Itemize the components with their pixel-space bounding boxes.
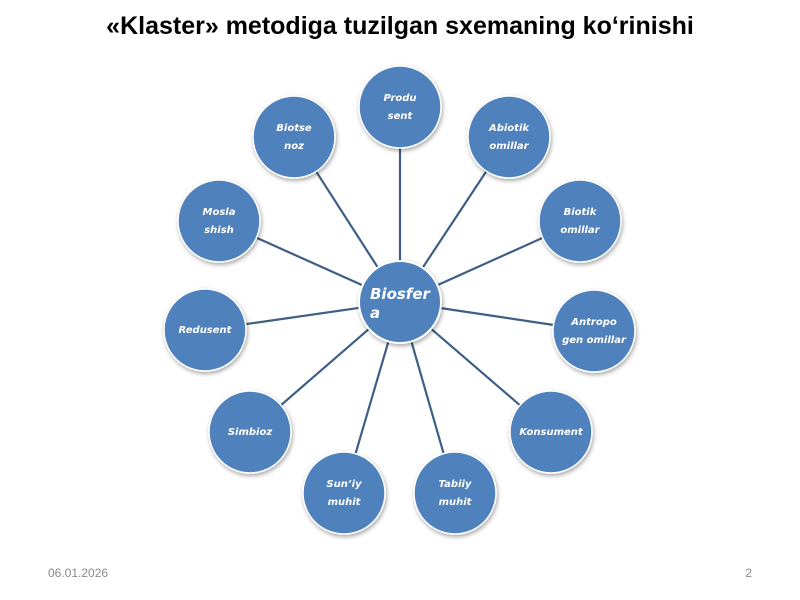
node-antropogen-omillar: Antropo gen omillar	[552, 289, 636, 373]
connector-sun-iy-muhit	[353, 339, 391, 456]
slide-title: «Klaster» metodiga tuzilgan sxemaning ko…	[106, 12, 694, 40]
node-label-antropogen-omillar-line-2: gen omillar	[562, 335, 627, 346]
connector-abiotik-omillar	[420, 168, 489, 271]
node-label-simbioz-line-1: Simbioz	[228, 427, 273, 438]
node-label-konsument-line-1: Konsument	[519, 427, 584, 438]
node-circle-biotik-omillar	[538, 179, 622, 263]
node-label-redusent-line-1: Redusent	[179, 325, 233, 336]
node-circle-antropogen-omillar	[552, 289, 636, 373]
node-label-moslashish-line-1: Mosla	[203, 207, 236, 218]
node-produsent: Produ sent	[358, 65, 442, 149]
node-circle-redusent	[163, 288, 247, 372]
connector-biotsenoz	[314, 169, 380, 270]
node-label-biotsenoz-line-1: Biotse	[276, 123, 312, 134]
node-label-antropogen-omillar-line-1: Antropo	[570, 317, 617, 328]
node-label-biotsenoz-line-2: noz	[284, 141, 304, 152]
node-label-tabiiy-muhit-line-1: Tabiiy	[439, 479, 472, 490]
page-number: 2	[745, 566, 752, 580]
node-label-produsent-line-1: Produ	[383, 93, 416, 104]
node-circle-tabiiy-muhit	[413, 451, 497, 535]
node-circle-abiotik-omillar	[467, 95, 551, 179]
footer-date: 06.01.2026	[48, 566, 109, 580]
node-circle-simbioz	[208, 390, 292, 474]
center-circle	[358, 260, 442, 344]
node-abiotik-omillar: Abiotik omillar	[467, 95, 551, 179]
node-konsument: Konsument	[509, 390, 593, 474]
node-label-moslashish-line-2: shish	[204, 225, 234, 236]
node-biotik-omillar: Biotik omillar	[538, 179, 622, 263]
connector-redusent	[243, 306, 362, 326]
node-biotsenoz: Biotse noz	[252, 95, 336, 179]
node-label-sun-iy-muhit-line-1: Sun’iy	[326, 479, 362, 490]
node-label-biotik-omillar-line-1: Biotik	[564, 207, 598, 218]
connector-antropogen-omillar	[438, 306, 556, 327]
node-simbioz: Simbioz	[208, 390, 292, 474]
connector-moslashish	[254, 235, 365, 288]
connector-tabiiy-muhit	[409, 339, 446, 456]
connector-biotik-omillar	[435, 236, 545, 287]
node-circle-produsent	[358, 65, 442, 149]
node-circle-konsument	[509, 390, 593, 474]
center-label-line-2: a	[370, 304, 380, 322]
node-circle-sun-iy-muhit	[302, 451, 386, 535]
connector-simbioz	[278, 326, 372, 408]
node-label-sun-iy-muhit-line-2: muhit	[328, 497, 362, 508]
node-label-tabiiy-muhit-line-2: muhit	[439, 497, 473, 508]
outer-nodes: ProdusentAbiotikomillarBiotikomillarAntr…	[163, 65, 636, 535]
node-label-biotik-omillar-line-2: omillar	[560, 225, 600, 236]
node-moslashish: Mosla shish	[177, 179, 261, 263]
node-label-abiotik-omillar-line-2: omillar	[489, 141, 529, 152]
center-label-line-1: Biosfer	[370, 285, 432, 303]
node-circle-biotsenoz	[252, 95, 336, 179]
node-sun-iy-muhit: Sun’iy muhit	[302, 451, 386, 535]
node-circle-moslashish	[177, 179, 261, 263]
connector-konsument	[428, 326, 523, 408]
node-label-produsent-line-2: sent	[388, 111, 414, 122]
connector-lines	[243, 146, 556, 456]
node-tabiiy-muhit: Tabiiy muhit	[413, 451, 497, 535]
node-redusent: Redusent	[163, 288, 247, 372]
node-label-abiotik-omillar-line-1: Abiotik	[488, 123, 530, 134]
